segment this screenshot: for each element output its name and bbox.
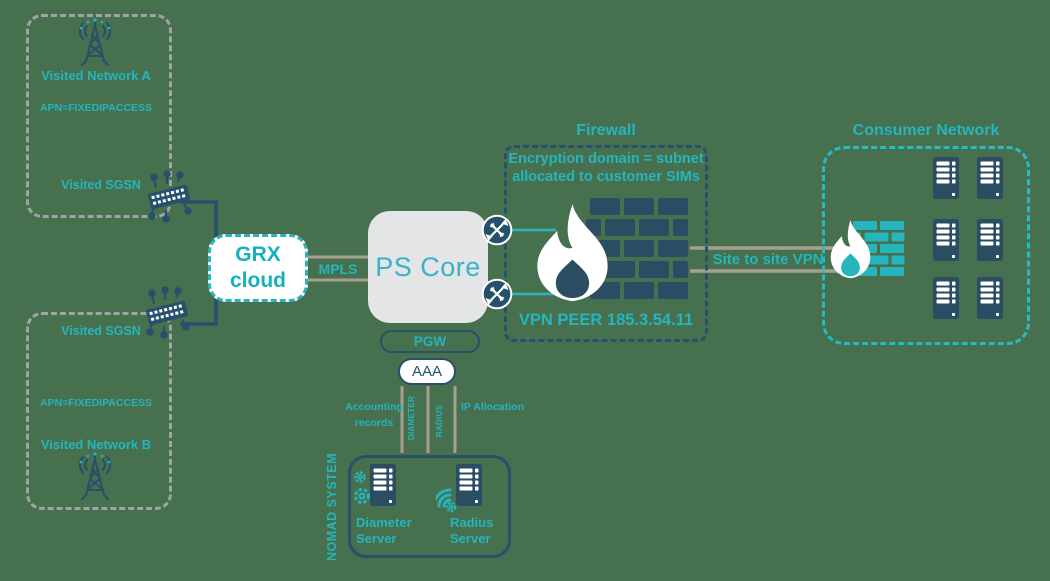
pgw-node: PGW: [380, 330, 480, 353]
nomad-system-box: [348, 455, 511, 558]
network-switch-icon: [148, 170, 192, 223]
gear-icon: [445, 501, 457, 513]
ps-core-node: PS Core: [368, 211, 488, 323]
wifi-icon: [436, 488, 452, 508]
ip-allocation-label: IP Allocation: [461, 401, 525, 413]
visited-network-b-box: [26, 312, 172, 510]
cell-tower-icon: [78, 18, 112, 66]
vpn-peer-label: VPN PEER 185.3.54.11: [518, 311, 694, 329]
mpls-label: MPLS: [318, 261, 358, 277]
grx-cloud-line1: GRX: [235, 242, 281, 266]
gear-icon: [354, 471, 370, 504]
radius-server-label: Radius Server: [450, 515, 494, 547]
network-switch-icon: [146, 286, 190, 339]
visited-network-a-apn: APN=FIXEDIPACCESS: [39, 102, 153, 114]
firewall-title: Firewall: [576, 122, 636, 139]
visited-network-a-box: [26, 14, 172, 218]
radius-server-icon: [436, 464, 482, 513]
visited-network-b-apn: APN=FIXEDIPACCESS: [39, 397, 153, 409]
pgw-label: PGW: [413, 334, 447, 349]
visited-network-b-title: Visited Network B: [40, 437, 152, 452]
aaa-label: AAA: [411, 363, 442, 380]
visited-sgsn-b-label: Visited SGSN: [61, 324, 141, 338]
diameter-server-icon: [354, 464, 396, 506]
server-icon: [977, 277, 1003, 319]
radius-flow-label: RADIUS: [435, 404, 444, 438]
cell-tower-icon: [78, 452, 112, 500]
grx-cloud-node: GRX cloud: [208, 234, 308, 302]
diameter-server-label: Diameter Server: [356, 515, 412, 547]
server-icon: [933, 277, 959, 319]
diameter-flow-label: DIAMETER: [407, 395, 416, 441]
consumer-network-title: Consumer Network: [852, 122, 1000, 139]
server-icon: [977, 157, 1003, 199]
grx-cloud-line2: cloud: [230, 269, 286, 292]
router-icon: [481, 278, 513, 310]
nomad-system-title: NOMAD SYSTEM: [325, 452, 339, 562]
router-icon: [481, 214, 513, 246]
encryption-domain-note: Encryption domain = subnet allocated to …: [508, 150, 704, 186]
consumer-firewall-icon: [830, 220, 905, 279]
aaa-node: AAA: [398, 358, 456, 385]
firewall-icon: [537, 198, 688, 302]
encryption-line1: Encryption domain = subnet: [508, 151, 704, 167]
ps-core-label: PS Core: [375, 251, 481, 282]
consumer-network-box: [822, 146, 1030, 345]
firewall-box: [504, 145, 708, 342]
server-icon: [933, 157, 959, 199]
server-icon: [977, 219, 1003, 261]
visited-network-a-title: Visited Network A: [41, 68, 151, 83]
site-to-site-vpn-label: Site to site VPN: [712, 251, 824, 268]
accounting-records-label: Accounting records: [345, 401, 403, 429]
visited-sgsn-a-label: Visited SGSN: [61, 178, 141, 192]
encryption-line2: allocated to customer SIMs: [512, 169, 700, 186]
server-icon: [933, 219, 959, 261]
